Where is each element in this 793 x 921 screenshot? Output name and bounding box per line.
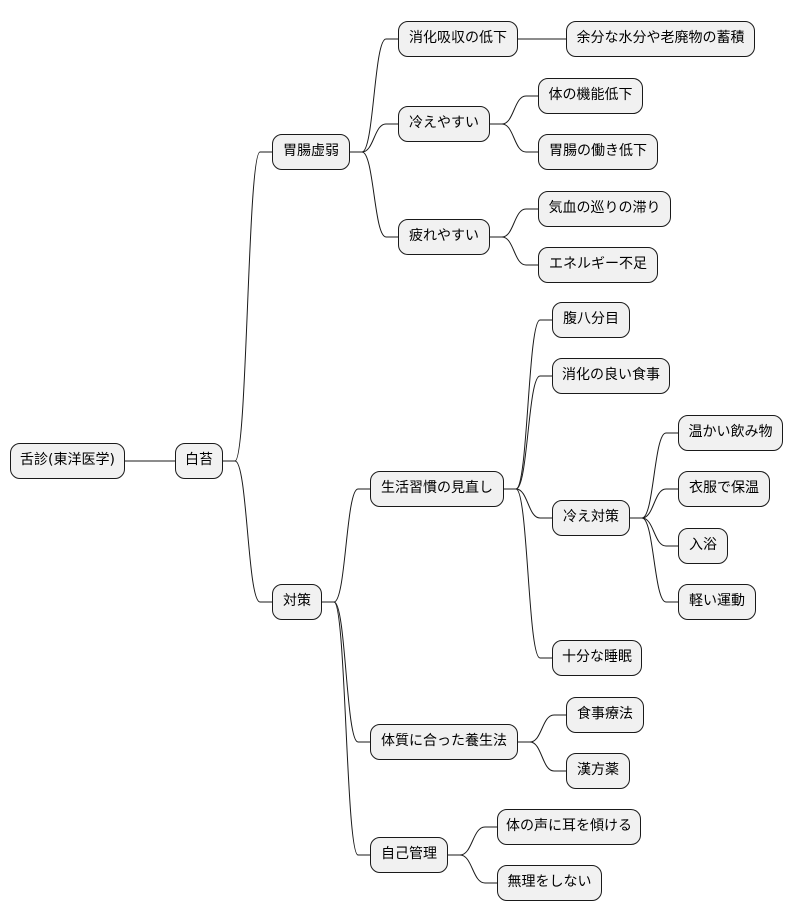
connector-line <box>504 319 552 490</box>
node-weak-stomach: 胃腸虚弱 <box>272 134 350 170</box>
node-enough-sleep: 十分な睡眠 <box>552 640 642 676</box>
node-bathing: 入浴 <box>678 528 728 564</box>
node-light-exercise: 軽い運動 <box>678 584 756 620</box>
node-lifestyle-review: 生活習慣の見直し <box>370 471 504 507</box>
node-waste-accumulation: 余分な水分や老廃物の蓄積 <box>566 21 755 57</box>
connector-line <box>223 151 272 462</box>
node-countermeasures: 対策 <box>272 584 322 620</box>
node-easily-tired: 疲れやすい <box>398 219 490 255</box>
node-stomach-function-decline: 胃腸の働き低下 <box>538 134 658 170</box>
node-body-function-decline: 体の機能低下 <box>538 78 643 114</box>
connector-line <box>322 601 370 743</box>
node-warm-drinks: 温かい飲み物 <box>678 415 783 451</box>
connector-line <box>350 151 398 238</box>
root-node: 舌診(東洋医学) <box>10 443 125 479</box>
node-herbal-medicine: 漢方薬 <box>566 753 630 789</box>
node-constitution-care: 体質に合った養生法 <box>370 724 518 760</box>
connector-line <box>630 517 678 603</box>
connector-line <box>490 123 538 153</box>
node-diet-therapy: 食事療法 <box>566 697 644 733</box>
node-cold-measures: 冷え対策 <box>552 500 630 536</box>
node-self-management: 自己管理 <box>370 837 448 873</box>
connector-line <box>490 208 538 238</box>
connector-line <box>630 517 678 547</box>
connector-line <box>223 460 272 603</box>
connector-line <box>448 854 497 884</box>
node-sensitive-to-cold: 冷えやすい <box>398 106 490 142</box>
node-white-coating: 白苔 <box>175 443 223 479</box>
connector-line <box>504 488 552 659</box>
connector-line <box>322 601 370 856</box>
connector-line <box>350 123 398 153</box>
connector-line <box>504 375 552 490</box>
connector-line <box>518 714 566 743</box>
node-listen-to-body: 体の声に耳を傾ける <box>497 809 641 845</box>
connector-line <box>322 488 370 603</box>
connector-line <box>504 488 552 519</box>
node-digestible-meals: 消化の良い食事 <box>552 358 670 394</box>
node-qi-blood-stagnation: 気血の巡りの滞り <box>538 191 671 227</box>
node-dont-overdo: 無理をしない <box>497 865 602 901</box>
connector-line <box>518 741 566 772</box>
node-keep-warm-clothing: 衣服で保温 <box>678 471 770 507</box>
node-eat-moderately: 腹八分目 <box>552 302 630 338</box>
connector-line <box>630 432 678 519</box>
connector-line <box>630 488 678 519</box>
connector-line <box>448 826 497 856</box>
node-energy-shortage: エネルギー不足 <box>538 247 658 283</box>
connector-line <box>490 95 538 125</box>
connector-line <box>490 236 538 266</box>
node-digestion-decline: 消化吸収の低下 <box>398 21 518 57</box>
connector-line <box>350 38 398 153</box>
